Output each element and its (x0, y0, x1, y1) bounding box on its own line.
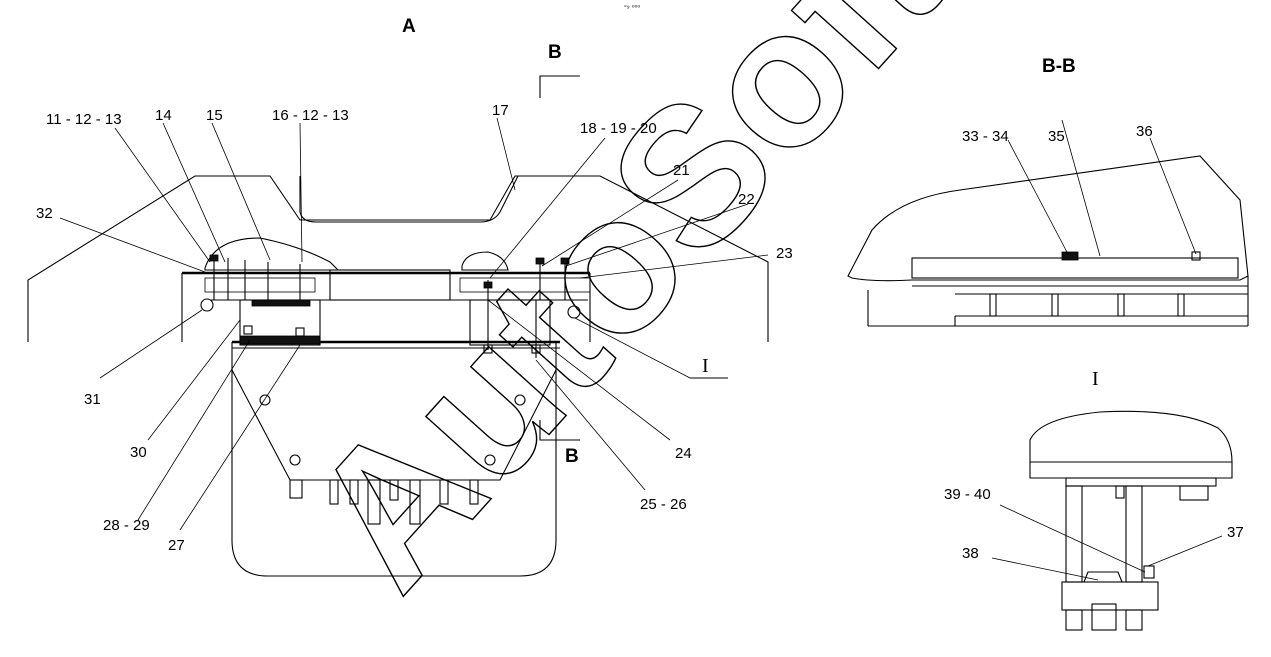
callout-label: 24 (675, 445, 692, 462)
right-boss (461, 251, 509, 271)
section-mark-top (539, 75, 580, 98)
detail-bolt-nut (1091, 603, 1117, 631)
bolts (200, 254, 581, 358)
left-flange (204, 277, 316, 293)
left-boss (204, 237, 340, 271)
detail-callout: I (702, 355, 709, 377)
section-title: B-B (1042, 56, 1076, 77)
section-roof-body (847, 155, 1249, 282)
callout-label: 37 (1227, 524, 1244, 541)
callout-label: 23 (776, 245, 793, 262)
detail-left-wall (1065, 485, 1083, 583)
callout-label: 30 (130, 444, 147, 461)
callout-label: 33 - 34 (962, 128, 1009, 145)
section-mark-top-label: B (548, 42, 562, 63)
callout-label: 18 - 19 - 20 (580, 120, 657, 137)
callout-label: 17 (492, 102, 509, 119)
section-b-b (847, 119, 1249, 327)
callout-label: 21 (673, 162, 690, 179)
callout-label: 31 (84, 391, 101, 408)
section-mark-bottom (539, 420, 580, 441)
view-a-title: A (402, 16, 416, 37)
callout-label: 25 - 26 (640, 496, 687, 513)
top-mark: °⁹ ⁰⁰⁰ (624, 4, 640, 12)
section-mark-bottom-label: B (565, 446, 579, 467)
detail-i (991, 410, 1233, 631)
lower-studs (289, 479, 479, 525)
detail-base (1061, 581, 1159, 611)
main-view-a (27, 75, 769, 577)
callout-label: 27 (168, 537, 185, 554)
section-pin (1191, 251, 1201, 261)
detail-flange (1065, 477, 1217, 487)
callout-label: 11 - 12 - 13 (46, 111, 122, 128)
callout-label: 35 (1048, 128, 1065, 145)
callout-label: 38 (962, 545, 979, 562)
section-inner-plate (911, 257, 1239, 279)
detail-right-wall (1125, 485, 1143, 583)
callout-label: 14 (155, 107, 172, 124)
callout-label: 22 (738, 191, 755, 208)
section-ribs (989, 293, 1185, 317)
hatch-opening (329, 269, 451, 301)
detail-nut (1179, 485, 1209, 501)
callout-label: 32 (36, 205, 53, 222)
right-frame-block (469, 299, 551, 346)
roof-cutout (299, 175, 519, 223)
callout-labels: 11 - 12 - 13 14 15 16 - 12 - 13 17 18 - … (36, 102, 1244, 562)
watermark-text: AutoSoft (268, 0, 984, 628)
callout-label: 16 - 12 - 13 (272, 107, 349, 124)
callout-label: 39 - 40 (944, 486, 991, 503)
detail-bolt-head (1083, 571, 1123, 583)
detail-title: I (1092, 368, 1099, 390)
gasket (251, 299, 311, 307)
main-leaders (59, 117, 769, 531)
callout-label: 15 (206, 107, 223, 124)
cab-body-outline (27, 175, 769, 342)
bracket-holes (259, 394, 526, 466)
section-fastener (1061, 251, 1079, 261)
seal-strip (239, 335, 321, 345)
callout-label: 28 - 29 (103, 517, 150, 534)
lower-housing (231, 342, 557, 577)
detail-leader (574, 317, 691, 379)
callout-label: 36 (1136, 123, 1153, 140)
detail-roof (1029, 410, 1233, 479)
